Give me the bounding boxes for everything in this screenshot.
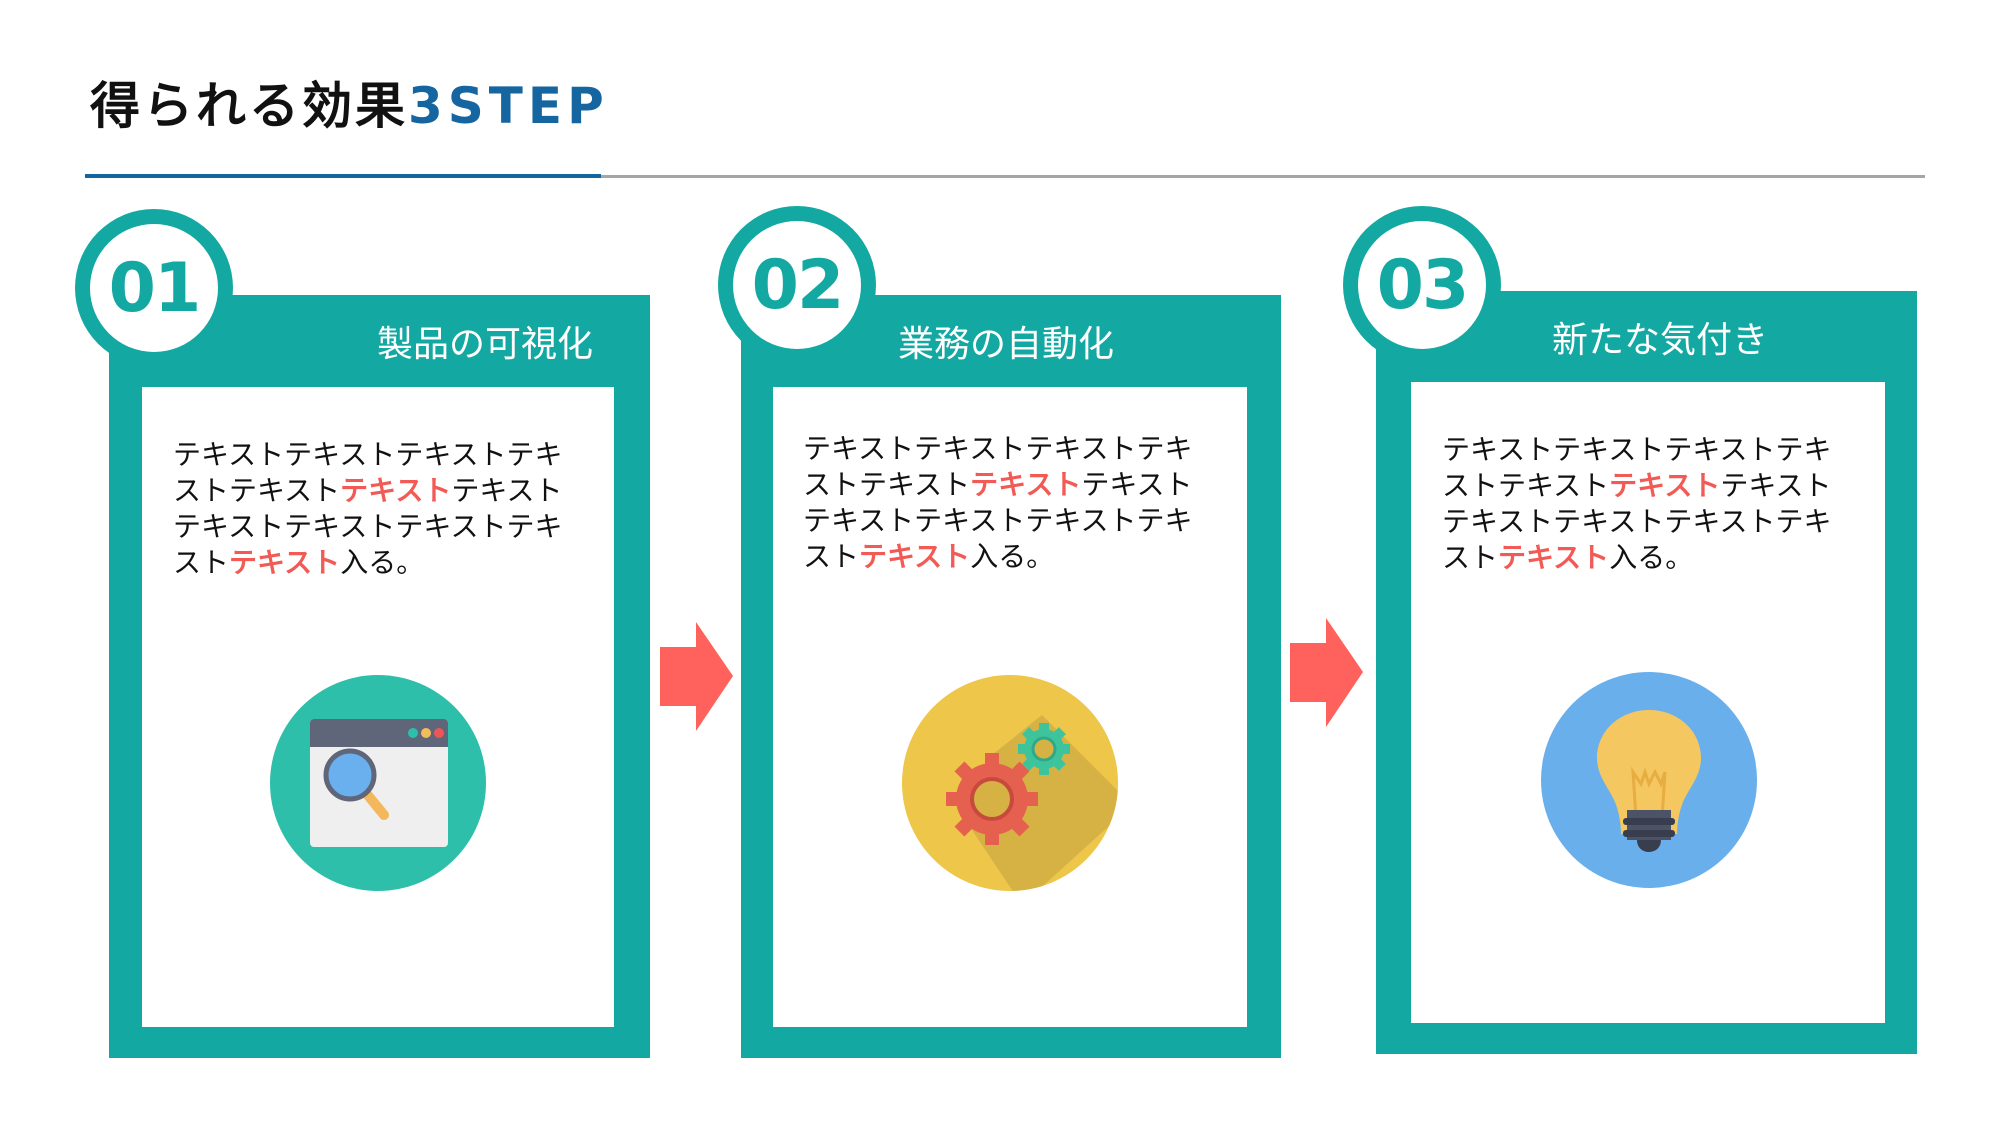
highlight-text: テキスト <box>229 546 341 579</box>
text-line: テキストテキストテキストテキ <box>803 432 1193 465</box>
step-number: 02 <box>751 245 845 325</box>
text-line: ストテキストテキストテキスト <box>173 473 593 509</box>
text-line: ストテキスト入る。 <box>173 545 593 581</box>
text: テキスト <box>1081 468 1193 501</box>
step-number-badge-3: 03 <box>1343 206 1501 364</box>
text-line: テキストテキストテキストテキ <box>173 438 563 471</box>
highlight-text: テキスト <box>859 540 971 573</box>
title-main: 得られる効果 <box>90 77 408 135</box>
text-line: ストテキストテキストテキスト <box>1442 468 1862 504</box>
text: スト <box>1442 541 1499 574</box>
arrow-right-icon <box>1290 618 1363 727</box>
step-heading: 新たな気付き <box>1552 320 1769 361</box>
arrow-right-icon <box>660 622 733 731</box>
text-line: テキストテキストテキストテキ <box>173 510 563 543</box>
text: ストテキスト <box>803 468 971 501</box>
highlight-text: テキスト <box>970 468 1082 501</box>
step-description: テキストテキストテキストテキ ストテキストテキストテキスト テキストテキストテキ… <box>803 431 1223 575</box>
text: スト <box>173 546 230 579</box>
text: 入る。 <box>340 546 425 579</box>
gears-icon <box>902 675 1118 891</box>
highlight-text: テキスト <box>340 474 452 507</box>
step-number: 03 <box>1376 245 1470 325</box>
step-number-badge-2: 02 <box>718 206 876 364</box>
text: テキスト <box>1720 469 1832 502</box>
text: 入る。 <box>970 540 1055 573</box>
text-line: テキストテキストテキストテキ <box>803 504 1193 537</box>
title-underline-accent <box>85 174 601 178</box>
text: テキスト <box>451 474 563 507</box>
title-underline <box>601 175 1925 178</box>
title-accent: 3STEP <box>408 77 609 135</box>
step-content: テキストテキストテキストテキ ストテキストテキストテキスト テキストテキストテキ… <box>142 387 614 1027</box>
step-number: 01 <box>108 248 202 328</box>
step-description: テキストテキストテキストテキ ストテキストテキストテキスト テキストテキストテキ… <box>1442 432 1862 576</box>
step-card-1: 製品の可視化 テキストテキストテキストテキ ストテキストテキストテキスト テキス… <box>109 295 650 1058</box>
step-content: テキストテキストテキストテキ ストテキストテキストテキスト テキストテキストテキ… <box>1411 382 1885 1023</box>
step-card-2: 業務の自動化 テキストテキストテキストテキ ストテキストテキストテキスト テキス… <box>741 295 1281 1058</box>
step-heading: 製品の可視化 <box>377 324 594 365</box>
step-content: テキストテキストテキストテキ ストテキストテキストテキスト テキストテキストテキ… <box>773 387 1247 1027</box>
step-description: テキストテキストテキストテキ ストテキストテキストテキスト テキストテキストテキ… <box>173 437 593 581</box>
step-card-3: 新たな気付き テキストテキストテキストテキ ストテキストテキストテキスト テキス… <box>1376 291 1917 1054</box>
text: スト <box>803 540 860 573</box>
text-line: ストテキスト入る。 <box>803 539 1223 575</box>
text-line: ストテキスト入る。 <box>1442 540 1862 576</box>
highlight-text: テキスト <box>1498 541 1610 574</box>
text-line: ストテキストテキストテキスト <box>803 467 1223 503</box>
page-title: 得られる効果3STEP <box>90 66 609 138</box>
text-line: テキストテキストテキストテキ <box>1442 433 1832 466</box>
step-heading: 業務の自動化 <box>898 324 1115 365</box>
step-number-badge-1: 01 <box>75 209 233 367</box>
highlight-text: テキスト <box>1609 469 1721 502</box>
text: 入る。 <box>1609 541 1694 574</box>
browser-search-icon <box>270 675 486 891</box>
text: ストテキスト <box>173 474 341 507</box>
text: ストテキスト <box>1442 469 1610 502</box>
lightbulb-icon <box>1541 672 1757 888</box>
text-line: テキストテキストテキストテキ <box>1442 505 1832 538</box>
